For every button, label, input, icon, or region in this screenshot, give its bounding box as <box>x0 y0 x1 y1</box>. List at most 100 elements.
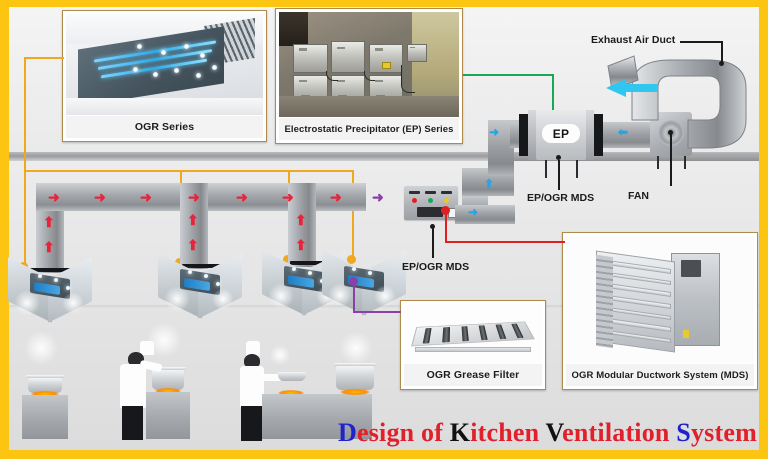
leader-red-run <box>445 241 565 243</box>
ep-inlet-flange-dark <box>519 114 528 156</box>
stove-1 <box>22 395 68 439</box>
title-segment-3: itchen <box>470 418 546 447</box>
leader-orange-drop-4 <box>352 170 354 259</box>
panel-slot-red <box>409 191 420 194</box>
grease-filter-image <box>404 304 542 363</box>
airflow-arrow-red-h5: ➜ <box>236 189 248 205</box>
pan-3 <box>278 372 306 381</box>
airflow-arrow-blue-3: ➜ <box>489 125 500 139</box>
airflow-arrow-purple-transition: ➜ <box>372 189 384 205</box>
mech-duct-horizontal-low <box>455 205 515 224</box>
panel-slot-yellow <box>441 191 452 194</box>
airflow-arrow-red-h2: ➜ <box>94 189 106 205</box>
ep-series-image <box>279 12 459 117</box>
photo-card-mds[interactable]: OGR Modular Ductwork System (MDS) <box>562 232 758 390</box>
label-fan: FAN <box>628 190 649 202</box>
exhaust-stack <box>607 55 747 149</box>
kitchen-hood-4 <box>322 250 406 317</box>
label-ep-ogr-mds-panel: EP/OGR MDS <box>402 261 470 273</box>
leader-orange-dot-2 <box>175 258 184 267</box>
duct-riser-mid <box>180 183 208 269</box>
photo-card-grease-filter[interactable]: OGR Grease Filter <box>400 300 546 390</box>
hood-bar-3 <box>290 261 338 265</box>
leader-exhaust-drop <box>721 41 723 63</box>
chef-2-arm <box>260 374 282 381</box>
grease-filter-caption: OGR Grease Filter <box>404 364 542 386</box>
flame-1 <box>31 391 59 397</box>
pot-lid-4 <box>334 363 376 366</box>
kitchen-hood-2 <box>158 253 242 320</box>
leader-fan-label <box>670 134 672 186</box>
leader-orange-from-photo <box>24 58 26 171</box>
airflow-arrow-red-h3: ➜ <box>140 189 152 205</box>
leader-purple-dot <box>349 277 358 286</box>
title-segment-2: K <box>449 418 471 447</box>
chef-1-body <box>120 364 146 408</box>
title-segment-7: ystem <box>690 418 757 447</box>
steam-1 <box>24 330 58 366</box>
airflow-arrow-red-h7: ➜ <box>330 189 342 205</box>
steam-3 <box>270 344 290 366</box>
ep-leg-right <box>576 160 578 178</box>
panel-label-dot <box>430 224 435 229</box>
panel-led-green <box>428 198 433 203</box>
ceiling-slab <box>9 152 759 161</box>
panel-display <box>417 207 443 217</box>
chef-2-body <box>240 366 264 408</box>
pot-2 <box>152 370 184 390</box>
panel-red-terminal <box>441 206 450 215</box>
airflow-arrow-red-v2b: ⬆ <box>187 237 199 253</box>
airflow-arrow-red-v1a: ⬆ <box>43 214 55 230</box>
leader-purple-drop <box>353 282 355 312</box>
airflow-arrow-blue-1: ➜ <box>468 205 479 219</box>
pot-4 <box>336 366 374 390</box>
ep-outlet-flange <box>586 110 594 160</box>
flame-2 <box>155 388 181 394</box>
label-exhaust-air-duct: Exhaust Air Duct <box>591 34 676 46</box>
photo-card-ep-series[interactable]: Electrostatic Precipitator (EP) Series <box>275 8 463 144</box>
chef-2-head <box>244 354 260 368</box>
fan-leg-right <box>684 156 686 169</box>
leader-red-drop <box>445 212 447 242</box>
photo-card-ogr-series[interactable]: OGR Series <box>62 10 267 142</box>
title-segment-4: V <box>545 418 563 447</box>
leader-panel-label <box>432 228 434 258</box>
control-panel[interactable] <box>404 186 458 220</box>
leader-orange-photo-run <box>24 57 64 59</box>
leader-green-drop <box>552 74 554 114</box>
mds-caption: OGR Modular Ductwork System (MDS) <box>566 364 754 386</box>
chef-1-hat <box>140 341 154 355</box>
kitchen-hood-1 <box>8 257 92 324</box>
fan-leg-left <box>657 156 659 169</box>
ep-leg-left <box>545 160 547 178</box>
steam-4 <box>340 330 372 366</box>
airflow-arrow-red-h4: ➜ <box>188 189 200 205</box>
airflow-arrow-red-h1: ➜ <box>48 189 60 205</box>
chef-1-legs <box>122 406 143 440</box>
page-title: Design of Kitchen Ventilation System <box>338 418 757 448</box>
title-segment-6: S <box>676 418 691 447</box>
flame-4 <box>340 389 370 395</box>
stove-2 <box>146 392 190 439</box>
leader-purple-run <box>353 311 401 313</box>
hood-bar-2 <box>182 264 230 268</box>
mech-duct-ep-outlet <box>603 122 653 148</box>
chef-2-hat <box>246 341 260 356</box>
leader-green-run <box>463 74 553 76</box>
ogr-series-caption: OGR Series <box>66 116 263 138</box>
leader-exhaust-dot <box>719 61 724 66</box>
title-segment-1: esign of <box>356 418 450 447</box>
leader-orange-dot-3 <box>283 255 292 264</box>
mechanical-room-floor <box>500 155 759 161</box>
airflow-arrow-blue-2: ⬆ <box>484 177 495 191</box>
airflow-arrow-red-v2a: ⬆ <box>187 212 199 228</box>
airflow-arrow-red-v1b: ⬆ <box>43 239 55 255</box>
ep-unit-label-pill: EP <box>542 124 580 143</box>
title-segment-5: entilation <box>562 418 677 447</box>
pot-lid-1 <box>26 375 64 378</box>
fan-label-dot <box>668 130 673 135</box>
label-ep-ogr-mds-top: EP/OGR MDS <box>527 192 595 204</box>
hood-bar-1 <box>30 268 80 272</box>
leader-orange-drop-1 <box>24 170 26 266</box>
